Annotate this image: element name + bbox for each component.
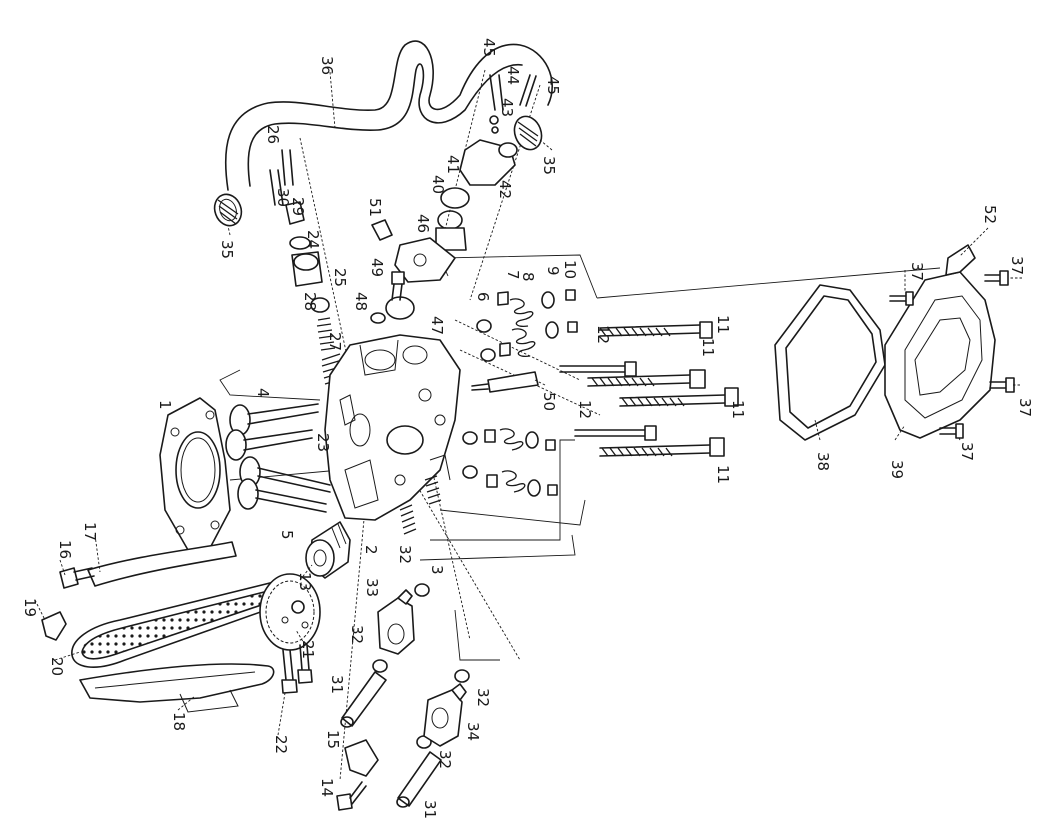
callout-46: 46: [414, 214, 432, 233]
cap-assembly-24-30: [269, 149, 346, 385]
valves-4-5: [225, 403, 331, 513]
callout-39: 39: [888, 460, 906, 479]
callout-19: 19: [21, 598, 39, 617]
cam-sprocket-21: [259, 573, 321, 651]
head-bolts-11-12: [559, 321, 739, 457]
callout-17: 17: [81, 522, 99, 541]
callout-28: 28: [301, 292, 319, 311]
callout-35-a: 35: [218, 240, 236, 259]
sprocket-bolts-22: [281, 644, 313, 694]
callout-32-c: 32: [474, 688, 492, 707]
callout-36: 36: [318, 56, 336, 75]
callout-12-a: 12: [594, 325, 612, 344]
callout-16: 16: [56, 540, 74, 559]
cylinder-head-2: [324, 334, 461, 521]
callout-20: 20: [48, 657, 66, 676]
callout-48: 48: [352, 292, 370, 311]
hose-clamp-35-left: [213, 193, 243, 227]
valve-spring-set-lower: [462, 428, 558, 497]
callout-37-a: 37: [1008, 256, 1026, 275]
callout-11-a: 11: [714, 315, 732, 334]
callout-8: 8: [519, 272, 537, 282]
callout-45-a: 45: [480, 38, 498, 57]
plate-15: [344, 739, 379, 777]
callout-15: 15: [324, 730, 342, 749]
callout-10: 10: [561, 260, 579, 279]
callout-42: 42: [496, 180, 514, 199]
callout-labels: 1 2 3 4 5 6 7 8 9 10 11 11 11 11 12 12 1…: [21, 38, 1034, 819]
hose-part-36: [224, 40, 553, 191]
callout-11-b: 11: [699, 338, 717, 357]
callout-29: 29: [289, 197, 307, 216]
callout-26: 26: [264, 125, 282, 144]
callout-31-b: 31: [421, 800, 439, 819]
callout-33: 33: [363, 578, 381, 597]
callout-41: 41: [444, 155, 462, 174]
callout-25: 25: [331, 268, 349, 287]
callout-38: 38: [814, 452, 832, 471]
rocker-arm-33: [377, 589, 415, 655]
callout-40: 40: [429, 175, 447, 194]
callout-21: 21: [299, 640, 317, 659]
callout-9: 9: [544, 266, 562, 276]
callout-49: 49: [368, 258, 386, 277]
rocker-arm-34: [423, 683, 467, 747]
callout-5: 5: [278, 530, 296, 540]
camshaft-13: [305, 521, 351, 579]
callout-32-d: 32: [436, 750, 454, 769]
callout-18: 18: [170, 712, 188, 731]
callout-37-b: 37: [908, 262, 926, 281]
callout-32-a: 32: [396, 545, 414, 564]
cover-bolts-37: [889, 244, 1015, 439]
head-gasket-1: [159, 397, 231, 551]
callout-27: 27: [326, 332, 344, 351]
washers-32: [372, 583, 470, 749]
callout-11-d: 11: [714, 465, 732, 484]
callout-2: 2: [362, 545, 380, 555]
callout-11-c: 11: [729, 400, 747, 419]
callout-35-b: 35: [540, 156, 558, 175]
callout-4: 4: [254, 388, 272, 398]
callout-37-c: 37: [1016, 398, 1034, 417]
valve-spring-set-upper: [476, 289, 578, 362]
thermostat-housing-parts: [371, 74, 537, 320]
callout-37-d: 37: [958, 442, 976, 461]
clip-19: [41, 611, 67, 641]
callout-1: 1: [156, 400, 174, 410]
callout-14: 14: [318, 778, 336, 797]
callout-43: 43: [498, 98, 516, 117]
callout-34: 34: [464, 722, 482, 741]
callout-13: 13: [296, 572, 314, 591]
callout-45-b: 45: [544, 76, 562, 95]
callout-7: 7: [504, 270, 522, 280]
callout-leaders: [34, 71, 1022, 736]
valve-cover-39: [884, 271, 996, 439]
rocker-shaft-31-upper: [340, 671, 387, 728]
chain-guide-18: [79, 663, 275, 713]
callout-3: 3: [428, 565, 446, 575]
spark-plug-50: [471, 371, 539, 393]
callout-6: 6: [474, 292, 492, 302]
valve-guides-3: [399, 475, 442, 535]
callout-52: 52: [981, 205, 999, 224]
callout-31-a: 31: [328, 675, 346, 694]
callout-44: 44: [504, 66, 522, 85]
callout-51: 51: [366, 198, 384, 217]
temperature-sensor-49: [370, 271, 405, 324]
callout-23: 23: [314, 433, 332, 452]
rocker-shaft-31-lower: [396, 751, 442, 808]
callout-50: 50: [540, 392, 558, 411]
chain-guide-17: [87, 541, 237, 587]
callout-30: 30: [274, 188, 292, 207]
callout-47: 47: [428, 316, 446, 335]
callout-32-b: 32: [348, 625, 366, 644]
callout-24: 24: [304, 230, 322, 249]
bolt-14: [336, 781, 367, 811]
callout-12-b: 12: [576, 400, 594, 419]
cover-gasket-38: [774, 284, 886, 441]
callout-22: 22: [272, 735, 290, 754]
hose-clamp-35-right: [513, 115, 543, 151]
